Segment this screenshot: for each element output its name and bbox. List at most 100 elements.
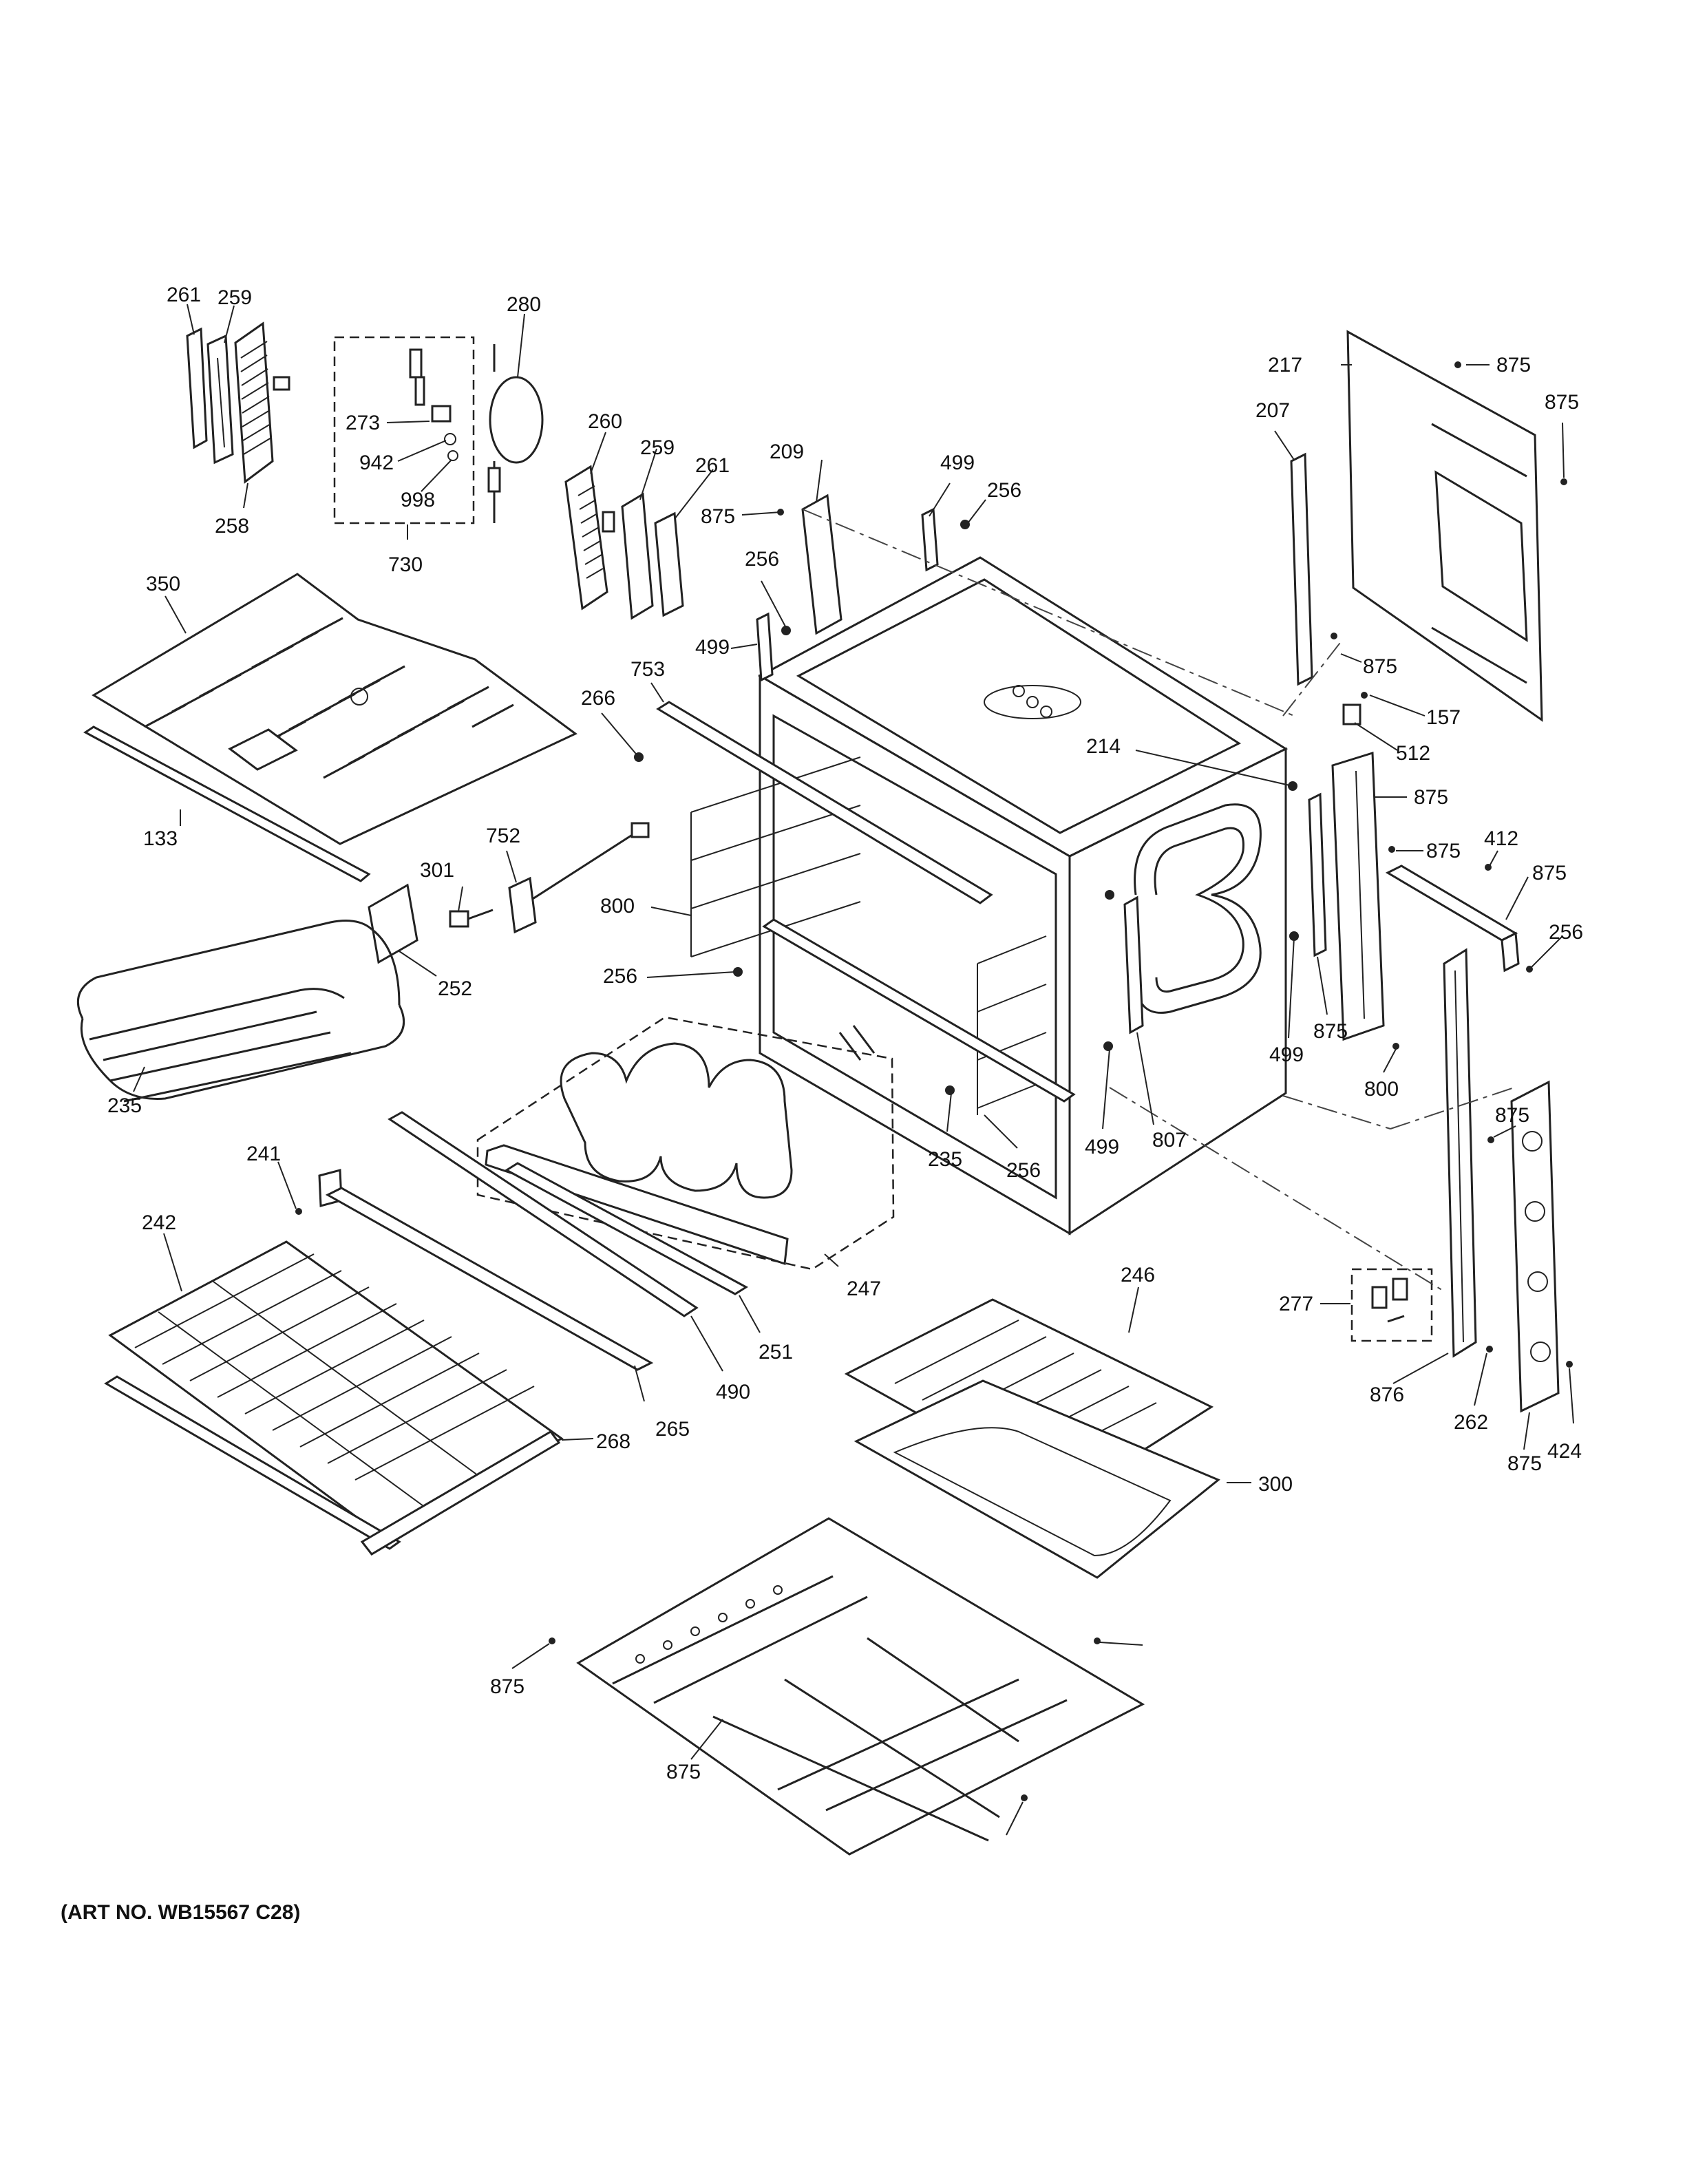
kit-730-box [333,336,475,524]
callout-15: 256 [745,548,779,571]
callout-45: 499 [1085,1136,1119,1158]
callout-10: 261 [695,454,730,477]
oven-rack-241 [104,1240,564,1550]
callout-11: 209 [770,441,804,463]
callout-36: 875 [1426,840,1461,862]
rail-277 [1443,948,1477,1358]
callout-29: 301 [420,859,454,882]
callout-51: 490 [716,1381,750,1403]
bracket-499-side [1123,895,1144,1035]
callout-13: 256 [987,479,1021,502]
callout-37: 412 [1484,827,1518,850]
leader-lines [133,304,1574,1836]
callout-59: 875 [1507,1452,1542,1475]
thermostat-157 [1342,703,1361,725]
broiler-pan-246 [854,1379,1220,1579]
front-strip-350 [83,725,371,882]
callout-43: 235 [928,1148,962,1171]
callout-19: 875 [1496,354,1531,377]
callout-27: 753 [630,658,665,681]
callout-28: 752 [486,825,520,847]
callout-63: 875 [490,1675,524,1698]
bracket-499-right [1308,792,1327,957]
callout-18: 207 [1255,399,1290,422]
callout-3: 273 [346,412,380,434]
callout-16: 499 [695,636,730,659]
rail-268 [325,1187,654,1371]
callout-52: 251 [759,1341,793,1364]
callout-41: 875 [1313,1020,1348,1043]
oven-sensor-280 [487,344,544,523]
callout-56: 277 [1279,1293,1313,1315]
top-panel-512 [92,573,577,845]
side-insulation-261-b [654,511,684,617]
callout-17: 217 [1268,354,1302,377]
vent-panel-260 [564,465,615,611]
kit-251-box [476,1016,895,1271]
callout-8: 260 [588,410,622,433]
callout-58: 262 [1454,1411,1488,1434]
bracket-209 [801,494,842,635]
bottom-panel-424 [576,1517,1145,1856]
callout-44: 256 [1006,1159,1041,1182]
callout-7: 280 [507,293,541,316]
alignment-lines [802,509,1515,1292]
callout-30: 252 [438,977,472,1000]
bracket-499-left [756,612,774,682]
callout-2: 258 [215,515,249,538]
screw-752 [449,909,494,928]
back-panel-217 [1346,330,1543,722]
temp-sensor-253 [508,822,650,934]
callout-40: 499 [1269,1043,1304,1066]
callout-1: 259 [218,286,252,309]
hidden-bake-element-251 [485,1025,876,1266]
callout-62: 875 [666,1761,701,1783]
bracket-412 [1385,865,1520,973]
callout-5: 998 [401,489,435,511]
callout-49: 268 [596,1430,630,1453]
bracket-499-top [921,507,939,572]
callout-22: 157 [1426,706,1461,729]
bake-element-252 [76,883,418,1103]
vent-trim-265 [388,1111,699,1317]
callout-48: 242 [142,1211,176,1234]
side-trim-259 [206,334,234,465]
callout-35: 875 [1414,786,1448,809]
callout-31: 235 [107,1094,142,1117]
rail-262 [1510,1080,1560,1413]
heat-shield-258 [234,321,290,484]
callout-12: 499 [940,452,975,474]
callout-24: 350 [146,573,180,595]
art-number: (ART NO. WB15567 C28) [61,1901,300,1924]
callout-23: 512 [1396,742,1430,765]
callout-labels: 261 259 258 273 942 998 730 280 260 259 … [107,284,1583,1783]
sensor-probe-kit [409,348,458,461]
callout-61: 424 [1547,1440,1582,1463]
callout-39: 256 [1549,921,1583,944]
callout-14: 875 [701,505,735,528]
callout-33: 256 [603,965,637,988]
vent-strip-207 [1290,452,1313,686]
rail-214 [1331,751,1385,1041]
side-trim-259-b [621,492,654,620]
bar-490 [505,1162,748,1295]
callout-20: 875 [1545,391,1579,414]
callout-0: 261 [167,284,201,306]
callout-55: 300 [1258,1473,1293,1496]
callout-47: 241 [246,1143,281,1165]
callout-9: 259 [640,436,675,459]
callout-54: 246 [1121,1264,1155,1286]
callout-25: 133 [143,827,178,850]
hinge-kit-300 [1371,1277,1408,1323]
side-insulation-261 [186,327,208,449]
callout-6: 730 [388,553,423,576]
callout-57: 876 [1370,1383,1404,1406]
callout-4: 942 [359,452,394,474]
callout-38: 875 [1532,862,1567,884]
kit-300-box [1350,1268,1433,1342]
callout-26: 266 [581,687,615,710]
oven-cavity [656,556,1289,1236]
callout-32: 800 [600,895,635,918]
callout-53: 247 [847,1277,881,1300]
